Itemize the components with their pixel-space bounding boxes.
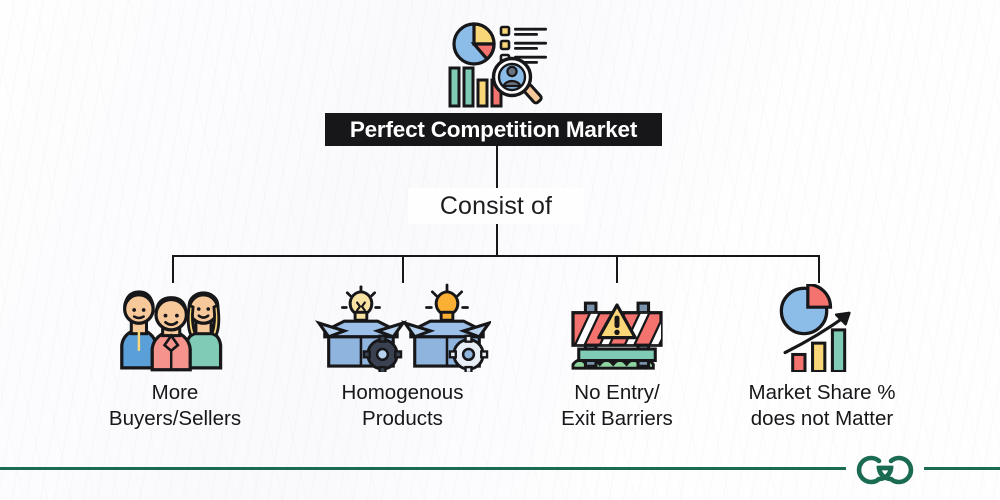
connector-drop-2: [402, 255, 404, 283]
connector-label-text: Consist of: [439, 191, 553, 220]
connector-drop-4: [818, 255, 820, 283]
identical-products-icon: [314, 280, 491, 372]
branch-homogenous-products: Homogenous Products: [305, 280, 500, 432]
footer-rule-right: [924, 467, 1000, 470]
footer-rule-left: [0, 467, 846, 470]
connector-label: Consist of: [408, 188, 584, 224]
connector-title-to-consist: [496, 146, 498, 188]
branch-label: More Buyers/Sellers: [108, 381, 242, 430]
branch-no-entry-exit-barriers: No Entry/ Exit Barriers: [532, 280, 702, 432]
branch-label: No Entry/ Exit Barriers: [561, 381, 673, 430]
market-research-icon: [443, 22, 553, 110]
road-barrier-icon: [559, 280, 675, 372]
connector-drop-3: [616, 255, 618, 283]
market-share-chart-icon: [770, 280, 874, 372]
branch-more-buyers-sellers: More Buyers/Sellers: [75, 280, 275, 432]
page-title: Perfect Competition Market: [325, 113, 662, 146]
connector-consist-to-bar: [496, 224, 498, 256]
page-title-text: Perfect Competition Market: [349, 116, 638, 142]
geeksforgeeks-logo: [849, 448, 921, 490]
branch-market-share-chart: Market Share % does not Matter: [724, 280, 920, 432]
connector-horizontal-bar: [172, 255, 820, 257]
branch-label: Market Share % does not Matter: [748, 381, 896, 430]
people-group-icon: [118, 280, 232, 372]
branch-label: Homogenous Products: [341, 381, 464, 430]
connector-drop-1: [172, 255, 174, 283]
